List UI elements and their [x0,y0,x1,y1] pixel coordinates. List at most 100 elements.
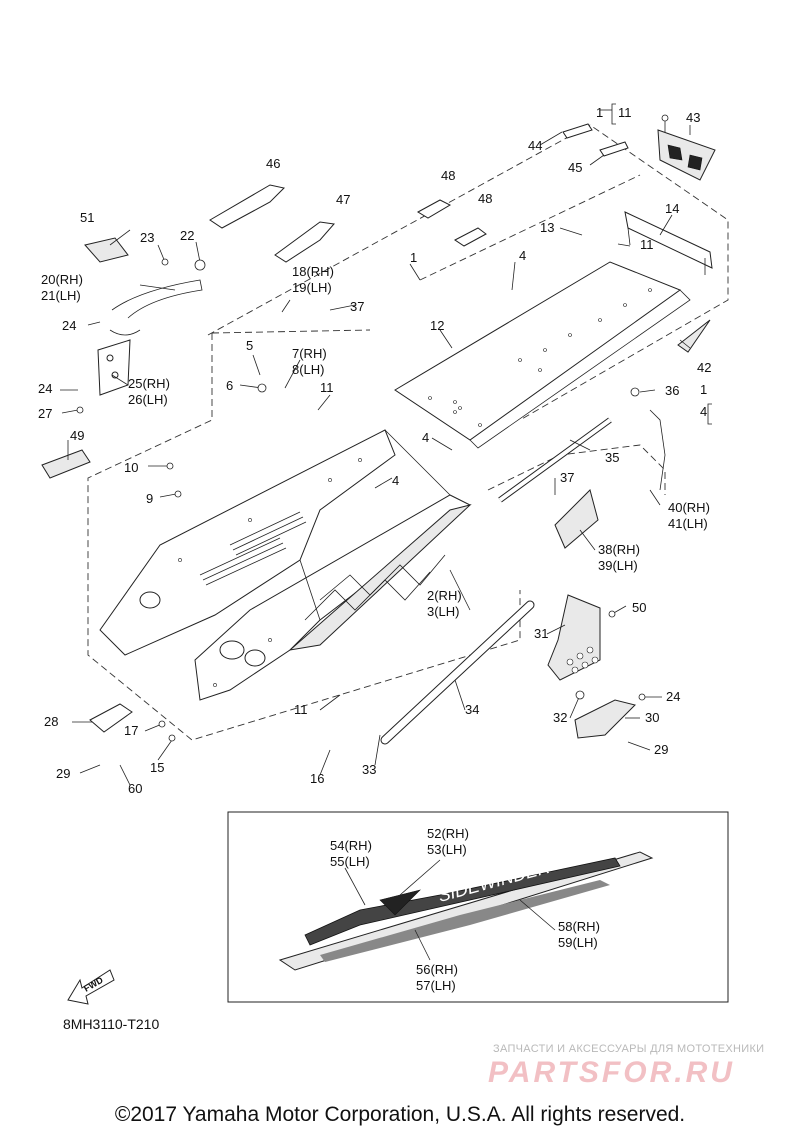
callout-49: 49 [70,428,84,443]
bracket-28 [89,703,133,733]
callout-52: 52(RH) [427,826,469,841]
callout-13: 13 [540,220,554,235]
callout-45: 45 [568,160,582,175]
callout-17: 17 [124,723,138,738]
callout-33: 33 [362,762,376,777]
callout-50: 50 [632,600,646,615]
callout-31: 31 [534,626,548,641]
leader-lines [60,109,691,961]
callout-46: 46 [266,156,280,171]
callout-24b: 24 [38,381,52,396]
callout-4d: 4 [392,473,399,488]
callout-27: 27 [38,406,52,421]
callout-labels: 1 11 43 44 45 46 47 48 48 14 13 11 4 1 5… [38,105,711,993]
callout-24a: 24 [62,318,76,333]
reflector-42 [677,319,711,353]
mat-49 [41,449,91,479]
callout-9: 9 [146,491,153,506]
strip-47 [274,221,335,263]
callout-1c: 1 [700,382,707,397]
callout-36: 36 [665,383,679,398]
callout-28: 28 [44,714,58,729]
callout-59: 59(LH) [558,935,598,950]
callout-35: 35 [605,450,619,465]
fwd-arrow: FWD [67,969,115,1005]
callout-26: 26(LH) [128,392,168,407]
callout-58: 58(RH) [558,919,600,934]
callout-57: 57(LH) [416,978,456,993]
footrest-31 [547,594,601,681]
callout-25: 25(RH) [128,376,170,391]
callout-7: 7(RH) [292,346,327,361]
callout-6: 6 [226,378,233,393]
assembly-outline-chassis [87,329,521,741]
cover-51 [84,237,129,263]
mount-plate [97,339,131,396]
callout-14: 14 [665,201,679,216]
callout-29a: 29 [654,742,668,757]
callout-16: 16 [310,771,324,786]
strip-46 [209,184,286,229]
pad-44 [562,123,593,139]
copyright-notice: ©2017 Yamaha Motor Corporation, U.S.A. A… [114,1103,686,1126]
callout-24c: 24 [666,689,680,704]
rod-34 [380,600,535,745]
callout-40: 40(RH) [668,500,710,515]
callout-39: 39(LH) [598,558,638,573]
callout-53: 53(LH) [427,842,467,857]
callout-37b: 37 [560,470,574,485]
callout-21: 21(LH) [41,288,81,303]
callout-51: 51 [80,210,94,225]
callout-4b: 4 [700,404,707,419]
callout-11b: 11 [640,237,654,252]
callout-1b: 1 [410,250,417,265]
diagram-code: 8MH3110-T210 [63,1016,160,1032]
callout-1a: 1 [596,105,603,120]
callout-11a: 11 [618,105,632,120]
footrest-30 [574,699,636,739]
callout-42: 42 [697,360,711,375]
callout-3: 3(LH) [427,604,460,619]
callout-44: 44 [528,138,542,153]
pad-45 [599,141,629,157]
callout-8: 8(LH) [292,362,325,377]
callout-2: 2(RH) [427,588,462,603]
chassis-frame [99,429,472,701]
flap-43 [657,129,716,181]
callout-18: 18(RH) [292,264,334,279]
callout-20: 20(RH) [41,272,83,287]
pad-48b [454,227,487,247]
rail-35 [498,417,612,503]
callout-4a: 4 [519,248,526,263]
callout-15: 15 [150,760,164,775]
decal-panel: SIDEWINDER [227,811,729,1003]
tunnel-plate [394,261,691,449]
group-brackets [611,103,712,425]
callout-30: 30 [645,710,659,725]
callout-32: 32 [553,710,567,725]
callout-54: 54(RH) [330,838,372,853]
callout-5: 5 [246,338,253,353]
callout-10: 10 [124,460,138,475]
watermark-logo: PARTSFOR.RU [488,1056,735,1089]
handle-bracket [109,279,203,336]
callout-48a: 48 [441,168,455,183]
callout-12: 12 [430,318,444,333]
callout-22: 22 [180,228,194,243]
callout-19: 19(LH) [292,280,332,295]
callout-43: 43 [686,110,700,125]
callout-55: 55(LH) [330,854,370,869]
callout-56: 56(RH) [416,962,458,977]
callout-11d: 11 [294,702,308,717]
rear-bracket [624,211,713,275]
callout-11c: 11 [320,380,334,395]
panel-38 [554,489,599,549]
callout-34: 34 [465,702,479,717]
assembly-outline-top [207,124,729,421]
callout-37a: 37 [350,299,364,314]
callout-29b: 29 [56,766,70,781]
watermark-caption: ЗАПЧАСТИ И АКСЕССУАРЫ ДЛЯ МОТОТЕХНИКИ [493,1043,765,1055]
callout-4c: 4 [422,430,429,445]
assembly-outline-step [487,444,666,495]
